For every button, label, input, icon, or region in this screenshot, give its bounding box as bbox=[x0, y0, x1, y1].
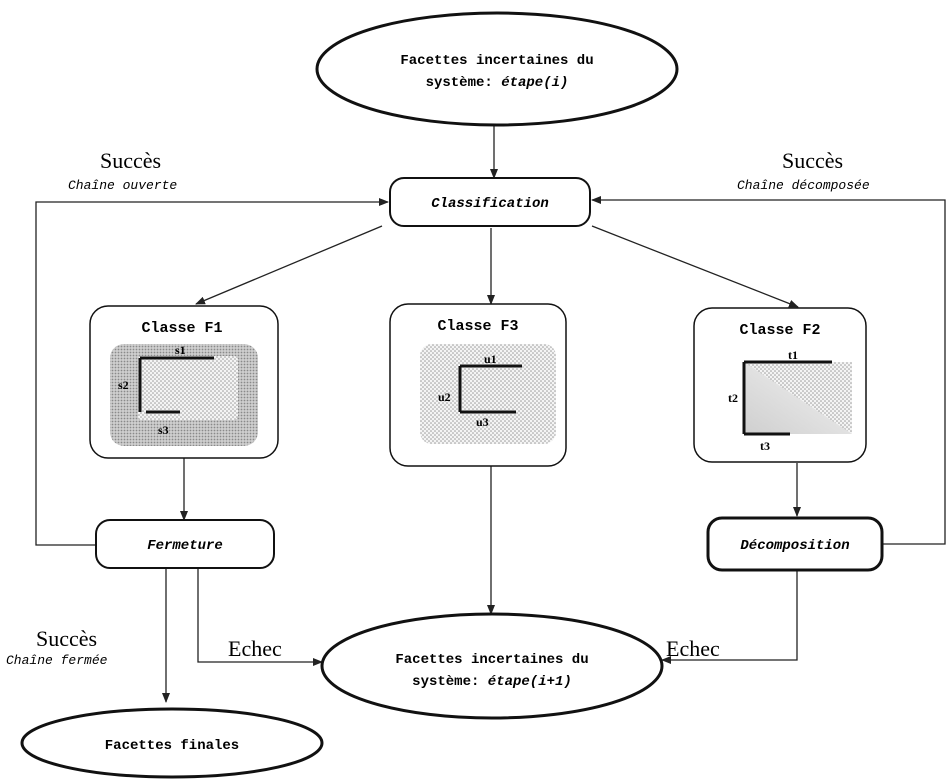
success-bottom-title: Succès bbox=[36, 626, 97, 651]
f3-chain bbox=[458, 364, 522, 414]
success-left-title: Succès bbox=[100, 148, 161, 173]
top-ellipse-line2: système: étape(i) bbox=[426, 75, 569, 91]
f2-triangle bbox=[744, 362, 852, 434]
success-right-subtitle: Chaîne décomposée bbox=[737, 178, 870, 193]
success-bottom-subtitle: Chaîne fermée bbox=[6, 653, 108, 668]
edges bbox=[35, 124, 946, 703]
node-finales-ellipse: Facettes finales bbox=[20, 707, 324, 779]
node-bottom-ellipse: Facettes incertaines du système: étape(i… bbox=[320, 612, 664, 720]
echec-left-label: Echec bbox=[228, 636, 282, 661]
decomposition-label: Décomposition bbox=[740, 538, 849, 554]
bottom-ellipse-line2: système: étape(i+1) bbox=[412, 674, 572, 690]
f3-label-u3: u3 bbox=[476, 415, 489, 429]
node-classe-f2: Classe F2 t1 t2 t3 bbox=[693, 307, 867, 463]
edge-classification-to-f2 bbox=[591, 225, 799, 308]
f1-label-s1: s1 bbox=[175, 343, 186, 357]
f1-chain bbox=[138, 356, 214, 414]
edge-decomposition-echec bbox=[661, 570, 798, 664]
bottom-ellipse-line1: Facettes incertaines du bbox=[395, 652, 588, 668]
node-top-ellipse: Facettes incertaines du système: étape(i… bbox=[315, 11, 679, 127]
echec-right-label: Echec bbox=[666, 636, 720, 661]
node-classe-f3: Classe F3 u1 u2 u3 bbox=[389, 303, 567, 467]
f3-label-u1: u1 bbox=[484, 352, 497, 366]
edge-decomposition-loop bbox=[591, 196, 946, 545]
f3-label-u2: u2 bbox=[438, 390, 451, 404]
f2-chain bbox=[742, 360, 832, 436]
f1-facet bbox=[138, 356, 238, 420]
edge-fermeture-loop bbox=[35, 198, 389, 546]
f3-facet bbox=[420, 344, 556, 444]
top-ellipse-line1: Facettes incertaines du bbox=[400, 53, 593, 69]
f2-title: Classe F2 bbox=[739, 322, 820, 339]
f2-label-t1: t1 bbox=[788, 348, 798, 362]
node-classification: Classification bbox=[389, 177, 591, 227]
fermeture-label: Fermeture bbox=[147, 538, 223, 554]
edge-fermeture-echec bbox=[197, 568, 323, 666]
finales-label: Facettes finales bbox=[105, 738, 239, 754]
f1-title: Classe F1 bbox=[141, 320, 222, 337]
node-classe-f1: Classe F1 s1 s2 s3 bbox=[89, 305, 279, 459]
success-left-subtitle: Chaîne ouverte bbox=[68, 178, 177, 193]
success-right-title: Succès bbox=[782, 148, 843, 173]
edge-classification-to-f1 bbox=[195, 225, 383, 305]
node-decomposition: Décomposition bbox=[706, 516, 884, 572]
f3-title: Classe F3 bbox=[437, 318, 518, 335]
f1-label-s3: s3 bbox=[158, 423, 169, 437]
node-fermeture: Fermeture bbox=[95, 519, 275, 569]
classification-label: Classification bbox=[431, 196, 549, 212]
f2-label-t2: t2 bbox=[728, 391, 738, 405]
f1-label-s2: s2 bbox=[118, 378, 129, 392]
f2-label-t3: t3 bbox=[760, 439, 770, 453]
